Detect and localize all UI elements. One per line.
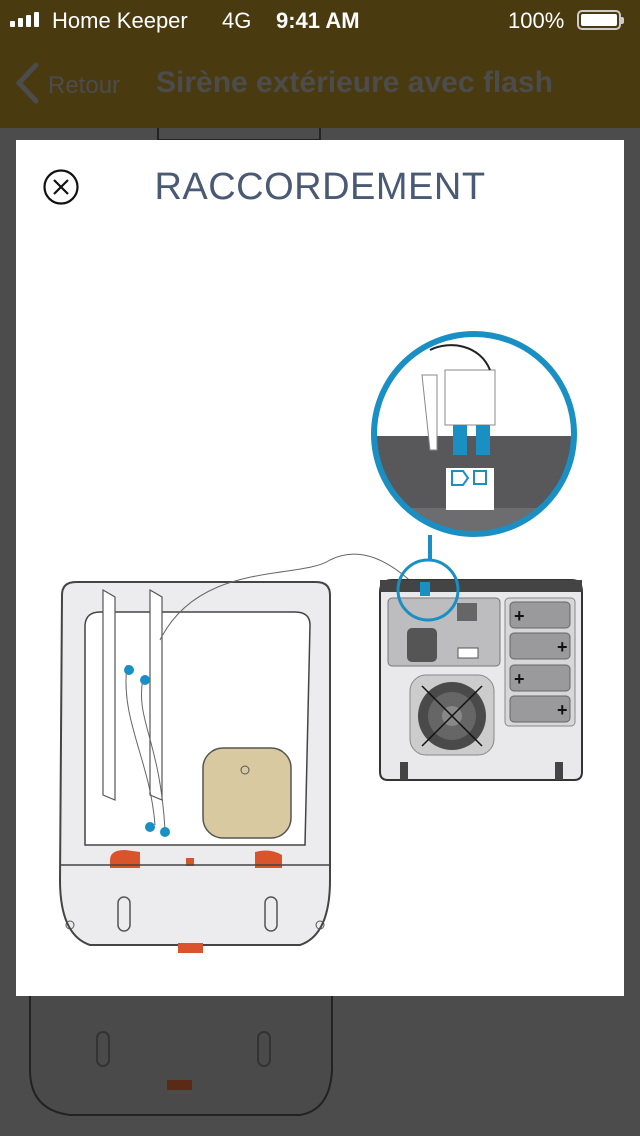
navigation-bar: Retour Sirène extérieure avec flash bbox=[0, 40, 640, 128]
modal-title: RACCORDEMENT bbox=[154, 166, 486, 208]
battery-icon bbox=[577, 10, 624, 30]
battery-percent: 100% bbox=[508, 8, 565, 33]
svg-text:+: + bbox=[514, 606, 525, 626]
back-button[interactable]: Retour bbox=[14, 62, 120, 104]
connector-zoom-callout bbox=[371, 331, 577, 622]
close-circle-icon[interactable] bbox=[43, 169, 79, 205]
network-type: 4G bbox=[222, 8, 252, 33]
chevron-left-icon bbox=[15, 62, 39, 104]
back-label: Retour bbox=[48, 72, 121, 99]
status-bar: Home Keeper 4G 9:41 AM 100% bbox=[0, 0, 640, 40]
siren-cover bbox=[58, 553, 421, 953]
clock: 9:41 AM bbox=[276, 8, 360, 33]
svg-text:+: + bbox=[557, 700, 568, 720]
wiring-illustration: + + + + bbox=[58, 331, 583, 953]
svg-text:+: + bbox=[557, 637, 568, 657]
page-title: Sirène extérieure avec flash bbox=[156, 66, 553, 99]
svg-text:+: + bbox=[514, 669, 525, 689]
carrier-name: Home Keeper bbox=[52, 8, 188, 33]
signal-icon bbox=[10, 12, 39, 27]
siren-base: + + + + bbox=[379, 579, 583, 781]
connection-modal: RACCORDEMENT bbox=[16, 140, 624, 996]
